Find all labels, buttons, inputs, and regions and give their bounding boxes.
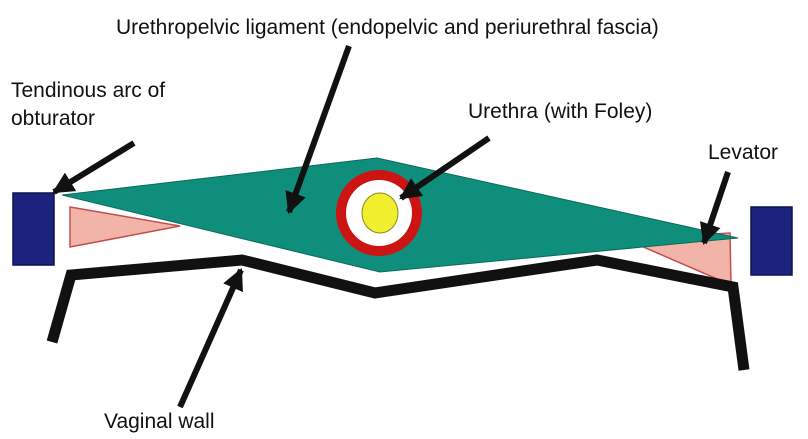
foley-catheter bbox=[361, 192, 399, 234]
ligament-arrow bbox=[285, 44, 352, 215]
vaginal-wall-label: Vaginal wall bbox=[104, 410, 215, 433]
urethra-label: Urethra (with Foley) bbox=[468, 100, 652, 123]
urethropelvic-ligament-label: Urethropelvic ligament (endopelvic and p… bbox=[116, 16, 659, 39]
levator-label: Levator bbox=[708, 141, 778, 164]
urethra-arrow bbox=[399, 135, 491, 201]
left-levator-triangle bbox=[69, 206, 181, 248]
tendinous-arc-arrow bbox=[52, 140, 136, 195]
left-obturator-block bbox=[12, 192, 55, 266]
vaginal-wall-arrow bbox=[177, 268, 244, 409]
tendinous-arc-label-line2: obturator bbox=[11, 107, 95, 130]
vaginal-wall-line bbox=[46, 254, 750, 371]
levator-arrow bbox=[699, 171, 731, 246]
tendinous-arc-label-line1: Tendinous arc of bbox=[11, 79, 165, 102]
right-obturator-block bbox=[750, 206, 793, 276]
